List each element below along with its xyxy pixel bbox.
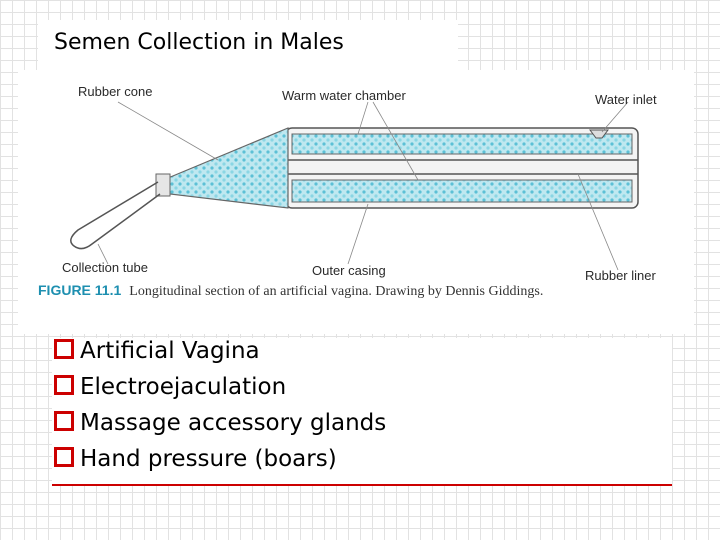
slide-title: Semen Collection in Males xyxy=(54,30,344,55)
divider-line xyxy=(52,484,672,486)
upper-chamber-shape xyxy=(291,133,633,155)
label-outer-casing: Outer casing xyxy=(312,263,386,278)
label-collection-tube: Collection tube xyxy=(62,260,148,275)
bullet-item: Massage accessory glands xyxy=(54,410,386,442)
checkbox-bullet-icon xyxy=(54,339,74,359)
label-rubber-liner: Rubber liner xyxy=(585,268,656,283)
lower-chamber-shape xyxy=(291,179,633,203)
bullet-item: Artificial Vagina xyxy=(54,338,260,370)
bullet-text: Massage accessory glands xyxy=(80,410,387,436)
figure-caption-text: Longitudinal section of an artificial va… xyxy=(129,284,544,299)
water-inlet-valve xyxy=(589,129,609,139)
bullet-text: Hand pressure (boars) xyxy=(80,446,337,472)
bullet-text: Artificial Vagina xyxy=(80,338,260,364)
title-panel: Semen Collection in Males xyxy=(38,20,458,70)
bullet-item: Hand pressure (boars) xyxy=(54,446,337,478)
checkbox-bullet-icon xyxy=(54,411,74,431)
bullet-item: Electroejaculation xyxy=(54,374,286,406)
label-warm-water-chamber: Warm water chamber xyxy=(282,88,406,103)
checkbox-bullet-icon xyxy=(54,447,74,467)
bullet-list: Artificial Vagina Electroejaculation Mas… xyxy=(52,338,672,484)
collection-tube-shape xyxy=(70,181,161,250)
label-water-inlet: Water inlet xyxy=(595,92,657,107)
figure-number: FIGURE 11.1 xyxy=(38,282,122,298)
label-rubber-cone: Rubber cone xyxy=(78,84,153,99)
rubber-cone-shape xyxy=(167,127,289,209)
checkbox-bullet-icon xyxy=(54,375,74,395)
figure-panel: Rubber cone Warm water chamber Water inl… xyxy=(18,70,694,334)
artificial-vagina-diagram xyxy=(70,101,639,271)
figure-caption: FIGURE 11.1 Longitudinal section of an ar… xyxy=(38,282,543,300)
bullet-text: Electroejaculation xyxy=(80,374,287,400)
